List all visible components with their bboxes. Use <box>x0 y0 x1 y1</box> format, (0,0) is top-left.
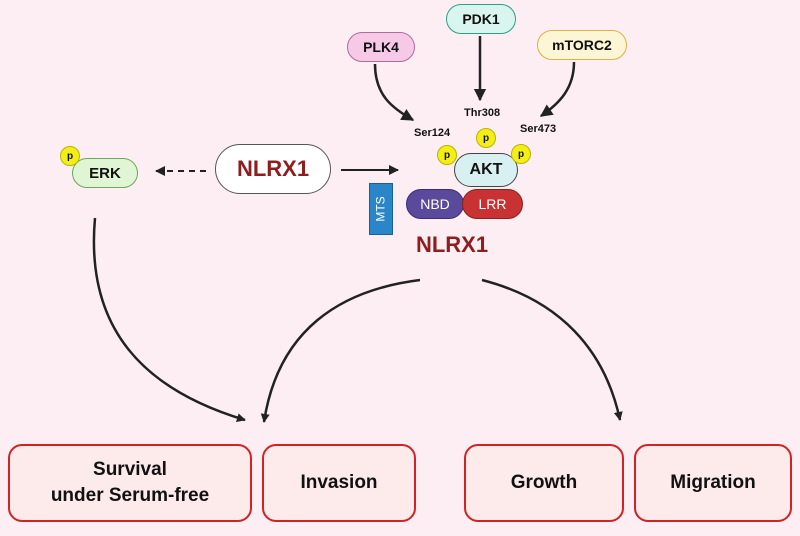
phospho-akt-ser124-badge: p <box>437 145 457 165</box>
nbd-label: NBD <box>420 196 450 212</box>
erk-node: ERK <box>72 158 138 188</box>
site-ser124: Ser124 <box>414 127 451 139</box>
outcome-invasion: Invasion <box>262 444 416 522</box>
plk4-label: PLK4 <box>363 39 399 55</box>
invasion-label: Invasion <box>300 472 378 494</box>
phospho-akt-thr308-badge: p <box>476 128 496 148</box>
mts-label: MTS <box>374 196 388 222</box>
nlrx1-node-label: NLRX1 <box>236 156 310 181</box>
survival-line1: Survival <box>93 459 167 481</box>
pdk1-label: PDK1 <box>462 11 500 27</box>
site-thr308: Thr308 <box>464 107 501 119</box>
outcome-migration: Migration <box>634 444 792 522</box>
erk-label: ERK <box>89 164 121 182</box>
arrow-mtorc2-to-akt <box>539 61 576 118</box>
nlrx1-protein-label: NLRX1 <box>415 232 489 257</box>
lrr-domain: LRR <box>462 189 523 219</box>
plk4-node: PLK4 <box>347 32 415 62</box>
arrow-plk4-to-akt <box>373 63 415 122</box>
nlrx1-node: NLRX1 <box>215 144 331 194</box>
mts-domain: MTS <box>369 183 393 235</box>
phospho-erk-badge: p <box>60 146 80 166</box>
arrow-nlrx1-to-invasion <box>260 278 421 423</box>
nbd-domain: NBD <box>406 189 464 219</box>
akt-label: AKT <box>469 161 503 178</box>
lrr-label: LRR <box>478 196 507 212</box>
mtorc2-node: mTORC2 <box>537 30 627 60</box>
phospho-akt-ser473-badge: p <box>511 144 531 164</box>
outcome-survival: Survival under Serum-free <box>8 444 252 522</box>
survival-line2: under Serum-free <box>50 485 210 506</box>
akt-node: AKT <box>454 153 518 187</box>
mtorc2-label: mTORC2 <box>552 37 612 53</box>
migration-label: Migration <box>670 472 756 494</box>
arrow-nlrx1-to-migration <box>481 278 623 421</box>
pdk1-node: PDK1 <box>446 4 516 34</box>
outcome-growth: Growth <box>464 444 624 522</box>
site-ser473: Ser473 <box>520 123 557 135</box>
growth-label: Growth <box>510 472 578 494</box>
arrow-erk-to-survival <box>92 217 246 422</box>
